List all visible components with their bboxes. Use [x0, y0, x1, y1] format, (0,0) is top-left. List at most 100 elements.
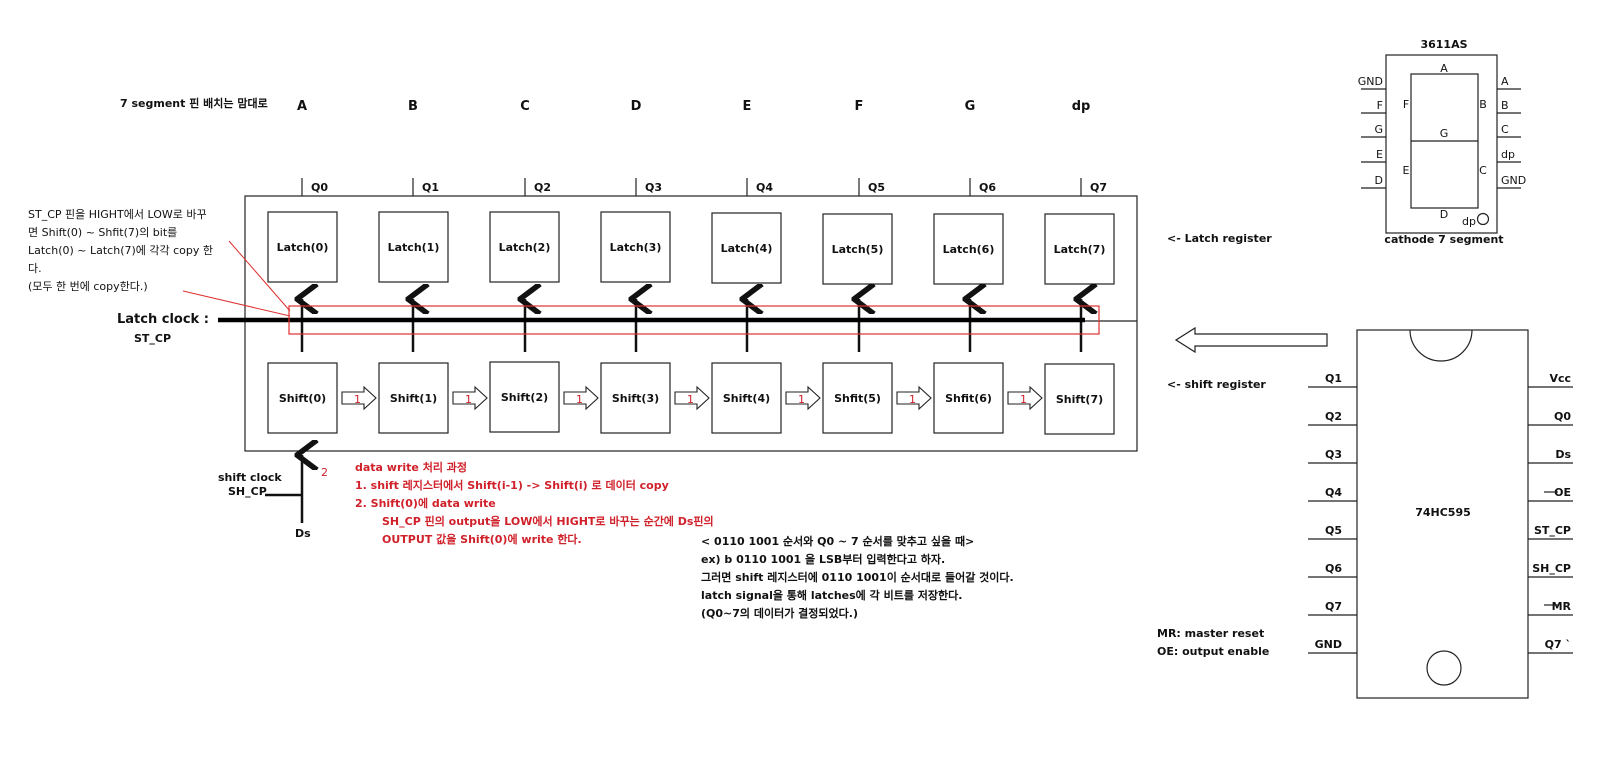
segment-letter: E: [743, 99, 752, 114]
svg-text:ex) b 0110 1001 을 LSB부터 입력한다고: ex) b 0110 1001 을 LSB부터 입력한다고 하자.: [701, 552, 945, 566]
output-label: Q0: [311, 181, 328, 194]
chip-right-pin: Q0: [1554, 410, 1571, 423]
latch-box: [711, 212, 782, 284]
shift-box: [378, 362, 449, 434]
svg-text:dp: dp: [1462, 215, 1476, 228]
chip-left-pin: Q2: [1325, 410, 1342, 423]
svg-text:C: C: [1479, 164, 1487, 177]
shift-box: [933, 362, 1004, 434]
svg-text:D: D: [1440, 208, 1448, 221]
dp-dot: [1476, 212, 1490, 226]
chip-right-pin: Vcc: [1549, 372, 1571, 385]
chip-left-pin: Q4: [1325, 486, 1342, 499]
svg-text:B: B: [1479, 98, 1487, 111]
chip-left-pin: Q3: [1325, 448, 1342, 461]
seg-right-pin: C: [1501, 123, 1509, 136]
latch-box: [933, 213, 1004, 285]
segment-letter: A: [297, 99, 307, 114]
shift-label: Shfit(6): [945, 392, 992, 405]
latch-box: [822, 213, 893, 285]
latch-label: Latch(2): [499, 241, 551, 254]
svg-text:면 Shift(0) ~ Shfit(7)의 bit를: 면 Shift(0) ~ Shfit(7)의 bit를: [28, 226, 177, 239]
chip-left-pin: Q7: [1325, 600, 1342, 613]
svg-text:2. Shift(0)에 data write: 2. Shift(0)에 data write: [355, 496, 496, 510]
legend-mr: MR: master reset: [1157, 627, 1264, 640]
latch-label: Latch(4): [721, 242, 773, 255]
latch-clock-pin: ST_CP: [134, 332, 171, 345]
seg-left-pin: D: [1375, 174, 1383, 187]
ds-pin-label: Ds: [295, 527, 311, 540]
shift-arrow-number: 1: [798, 393, 805, 406]
segment-letter: dp: [1072, 99, 1091, 114]
svg-text:E: E: [1403, 164, 1410, 177]
segment-letter: B: [408, 99, 418, 114]
shift-right-arrow: [563, 385, 599, 411]
shift-arrow-number: 1: [576, 393, 583, 406]
latch-label: Latch(6): [943, 243, 995, 256]
shift-arrow-number: 1: [465, 393, 472, 406]
latch-clock-title: Latch clock :: [117, 312, 209, 327]
latch-arrows: [302, 299, 1081, 352]
shift-right-arrow: [896, 385, 932, 411]
latch-label: Latch(3): [610, 241, 662, 254]
segment-letter: F: [855, 99, 864, 114]
shift-right-arrow: [452, 385, 488, 411]
svg-text:G: G: [1440, 127, 1449, 140]
svg-text:그러면 shift 레지스터에 0110 1001이 순서대: 그러면 shift 레지스터에 0110 1001이 순서대로 들어갈 것이다.: [701, 570, 1014, 584]
seg-right-pin: A: [1501, 75, 1509, 88]
shift-label: Shfit(5): [834, 392, 881, 405]
seg-left-pin: G: [1374, 123, 1383, 136]
svg-text:< 0110 1001 순서와 Q0 ~ 7 순서를 맞추고: < 0110 1001 순서와 Q0 ~ 7 순서를 맞추고 싶을 때>: [701, 534, 974, 548]
svg-text:Latch(0) ~ Latch(7)에 각각 copy 한: Latch(0) ~ Latch(7)에 각각 copy 한: [28, 244, 213, 257]
chip-right-pin: SH_CP: [1532, 562, 1571, 575]
latch-label: Latch(1): [388, 241, 440, 254]
shift-label: Shift(1): [390, 392, 437, 405]
legend-oe: OE: output enable: [1157, 645, 1269, 658]
shift-label: Shift(0): [279, 392, 326, 405]
shift-box: [600, 362, 671, 434]
seg-left-pin: E: [1376, 148, 1383, 161]
svg-text:ST_CP 핀을 HIGHT에서 LOW로 바꾸: ST_CP 핀을 HIGHT에서 LOW로 바꾸: [28, 208, 207, 221]
seg-right-pin: B: [1501, 99, 1509, 112]
shift-clock-pin: SH_CP: [228, 485, 267, 498]
latch-box: [489, 211, 560, 283]
svg-text:A: A: [1440, 62, 1448, 75]
svg-text:(모두 한 번에 copy한다.): (모두 한 번에 copy한다.): [28, 280, 148, 293]
output-label: Q2: [534, 181, 551, 194]
write-process-notes: data write 처리 과정 1. shift 레지스터에서 Shift(i…: [355, 460, 714, 546]
output-label: Q7: [1090, 181, 1107, 194]
latch-label: Latch(5): [832, 243, 884, 256]
seg-right-pin: GND: [1501, 174, 1526, 187]
shift-register: Shift(0)Shift(1)Shift(2)Shift(3)Shift(4)…: [267, 361, 1115, 435]
seven-segment-title: 3611AS: [1420, 38, 1467, 51]
chip-left-pin: Q6: [1325, 562, 1342, 575]
chip-right-pin: Q7 `: [1545, 638, 1571, 651]
shift-box: [489, 361, 560, 433]
svg-text:(Q0~7의 데이터가 결정되었다.): (Q0~7의 데이터가 결정되었다.): [701, 606, 858, 620]
shift-label: Shift(3): [612, 392, 659, 405]
seven-segment-caption: cathode 7 segment: [1384, 233, 1503, 246]
output-label: Q6: [979, 181, 996, 194]
latch-label: Latch(7): [1054, 243, 1106, 256]
shift-label: Shift(7): [1056, 393, 1103, 406]
shift-right-arrow: [341, 385, 377, 411]
latch-box: [600, 211, 671, 283]
svg-text:다.: 다.: [28, 262, 42, 275]
shift-right-arrow: [674, 385, 710, 411]
latch-box: [1044, 213, 1115, 285]
svg-text:data write 처리 과정: data write 처리 과정: [355, 460, 467, 474]
chip-left-pin: Q5: [1325, 524, 1342, 537]
segment-letter: G: [965, 99, 976, 114]
latch-box: [378, 211, 449, 283]
chip-name: 74HC595: [1415, 506, 1471, 519]
hollow-left-arrow: [1174, 326, 1328, 354]
shift-box: [711, 362, 782, 434]
latch-register: Latch(0)Latch(1)Latch(2)Latch(3)Latch(4)…: [267, 211, 1115, 285]
shift-arrow-number: 1: [687, 393, 694, 406]
output-label: Q3: [645, 181, 662, 194]
latch-register-label: <- Latch register: [1167, 232, 1272, 245]
